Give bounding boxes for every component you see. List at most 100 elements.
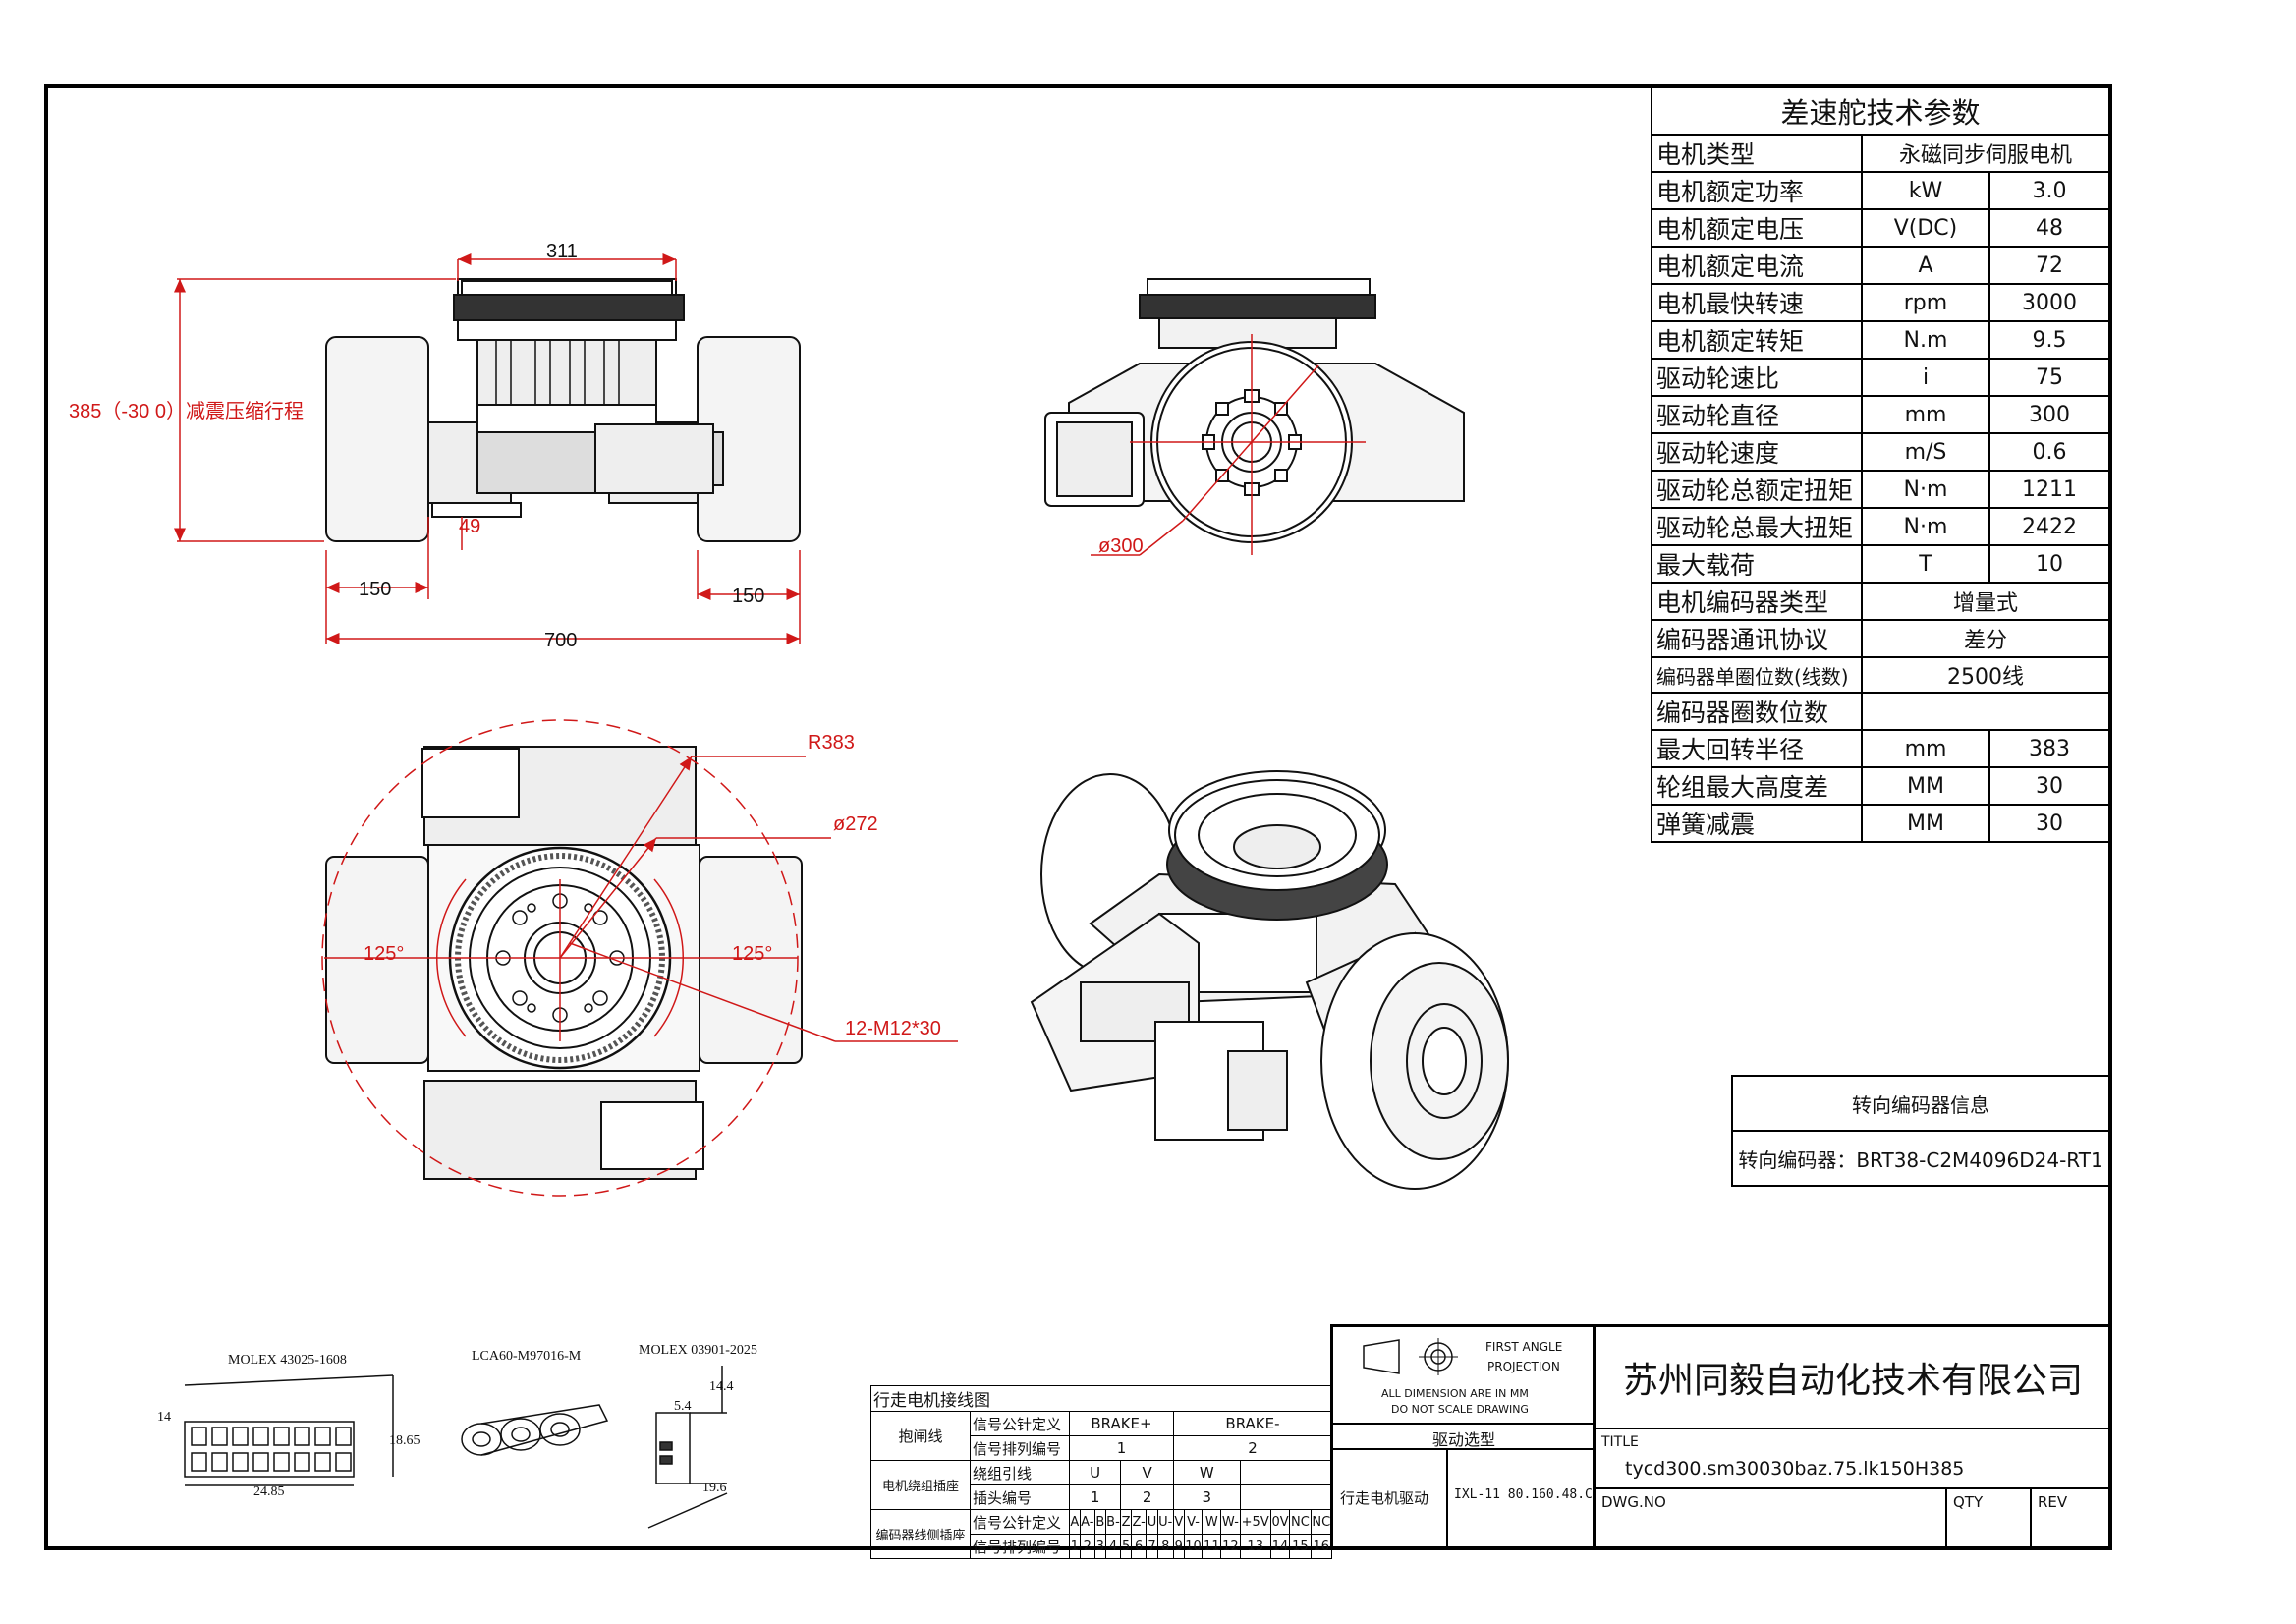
param-unit: N·m xyxy=(1861,507,1990,546)
side-view-dims xyxy=(1091,334,1366,556)
company-name: 苏州同毅自动化技术有限公司 xyxy=(1623,1361,2084,1401)
winding-empty xyxy=(1239,1460,1333,1485)
param-value: 增量式 xyxy=(1861,582,2110,621)
motor-drive-label: 行走电机驱动 xyxy=(1340,1489,1429,1507)
param-label: 驱动轮速度 xyxy=(1651,432,1863,472)
plug-1: 1 xyxy=(1068,1484,1122,1510)
brake-def-label: 信号公针定义 xyxy=(970,1411,1070,1436)
enc-pin-def: A- xyxy=(1079,1509,1095,1535)
dim-125-left: 125° xyxy=(364,943,404,965)
tb-rule-5 xyxy=(1593,1487,2112,1489)
param-unit: i xyxy=(1861,358,1990,397)
param-unit: rpm xyxy=(1861,283,1990,322)
param-label: 电机最快转速 xyxy=(1651,283,1863,322)
param-value: 75 xyxy=(1988,358,2110,397)
param-value: 383 xyxy=(1988,729,2110,768)
param-label: 驱动轮速比 xyxy=(1651,358,1863,397)
projection-symbol-icon xyxy=(1363,1338,1458,1375)
enc-pin-def: B- xyxy=(1104,1509,1122,1535)
param-row: 编码器单圈位数(线数)2500线 xyxy=(1651,656,2110,694)
conn-dim-54: 5.4 xyxy=(674,1399,692,1414)
param-unit: kW xyxy=(1861,171,1990,210)
encoder-info-title: 转向编码器信息 xyxy=(1731,1075,2110,1132)
dim-125-right: 125° xyxy=(732,943,772,965)
enc-pin-def: Z- xyxy=(1130,1509,1148,1535)
dim-d272: ø272 xyxy=(833,813,878,835)
plug-label: 插头编号 xyxy=(970,1484,1070,1510)
enc-pin-def: NC xyxy=(1310,1509,1333,1535)
connector-2-label: LCA60-M97016-M xyxy=(472,1349,582,1364)
dim-311: 311 xyxy=(546,241,578,262)
brake-num-2: 2 xyxy=(1172,1435,1333,1461)
param-value: 2500线 xyxy=(1861,656,2110,694)
param-unit: MM xyxy=(1861,766,1990,806)
enc-pin-def: W- xyxy=(1220,1509,1241,1535)
winding-v: V xyxy=(1120,1460,1174,1485)
param-label: 电机额定电流 xyxy=(1651,246,1863,285)
tb-rule-1 xyxy=(1330,1423,1596,1425)
enc-pin-def: U- xyxy=(1156,1509,1174,1535)
enc-pin-num: 9 xyxy=(1172,1534,1185,1559)
parameter-table-title: 差速舵技术参数 xyxy=(1651,86,2110,136)
param-unit: N·m xyxy=(1861,470,1990,509)
param-value: 30 xyxy=(1988,766,2110,806)
param-value: 30 xyxy=(1988,804,2110,843)
enc-pin-num: 5 xyxy=(1120,1534,1132,1559)
tb-rule-2 xyxy=(1330,1448,1596,1450)
winding-label: 绕组引线 xyxy=(970,1460,1070,1485)
wiring-title: 行走电机接线图 xyxy=(870,1385,1332,1412)
connector-1-label: MOLEX 43025-1608 xyxy=(228,1353,347,1368)
conn-dim-1865: 18.65 xyxy=(389,1433,420,1448)
param-unit: MM xyxy=(1861,804,1990,843)
enc-pin-num: 14 xyxy=(1269,1534,1291,1559)
wiring-table: 行走电机接线图 抱闸线 信号公针定义 BRAKE+ BRAKE- 信号排列编号 … xyxy=(870,1385,1333,1559)
plan-view xyxy=(325,746,803,1180)
param-label: 驱动轮总额定扭矩 xyxy=(1651,470,1863,509)
param-label: 编码器通讯协议 xyxy=(1651,619,1863,658)
brake-num-1: 1 xyxy=(1069,1435,1174,1461)
tb-rule-6 xyxy=(1945,1487,1947,1550)
enc-pin-num: 3 xyxy=(1094,1534,1106,1559)
enc-pin-def: 0V xyxy=(1269,1509,1291,1535)
param-label: 最大载荷 xyxy=(1651,544,1863,584)
front-view xyxy=(325,278,801,542)
param-label: 电机类型 xyxy=(1651,134,1863,173)
tb-rule-4 xyxy=(1593,1428,2112,1429)
dim-385-stroke: 385（-30 0）减震压缩行程 xyxy=(69,400,304,422)
param-value: 3.0 xyxy=(1988,171,2110,210)
param-label: 驱动轮直径 xyxy=(1651,395,1863,434)
param-unit: mm xyxy=(1861,395,1990,434)
param-label: 电机编码器类型 xyxy=(1651,582,1863,621)
dim-700: 700 xyxy=(544,630,577,651)
tb-rule-7 xyxy=(2030,1487,2032,1550)
company-block xyxy=(1593,1324,2112,1550)
param-value: 72 xyxy=(1988,246,2110,285)
param-value: 300 xyxy=(1988,395,2110,434)
plan-view-dims xyxy=(321,719,958,1197)
param-value xyxy=(1861,692,2110,731)
enc-def-label: 信号公针定义 xyxy=(970,1509,1070,1535)
brake-label: 抱闸线 xyxy=(870,1411,971,1461)
param-label: 电机额定转矩 xyxy=(1651,320,1863,360)
dim-r383: R383 xyxy=(808,732,855,754)
enc-pin-num: 15 xyxy=(1289,1534,1312,1559)
enc-pin-num: 13 xyxy=(1239,1534,1271,1559)
enc-pin-num: 11 xyxy=(1202,1534,1222,1559)
param-value: 永磁同步伺服电机 xyxy=(1861,134,2110,173)
param-row: 电机编码器类型增量式 xyxy=(1651,582,2110,621)
param-value: 差分 xyxy=(1861,619,2110,658)
dim-150-right: 150 xyxy=(732,586,764,607)
param-label: 编码器圈数位数 xyxy=(1651,692,1863,731)
param-label: 编码器单圈位数(线数) xyxy=(1651,656,1863,694)
encoder-info-table: 转向编码器信息 转向编码器：BRT38-C2M4096D24-RT1 xyxy=(1731,1075,2110,1187)
param-unit: N.m xyxy=(1861,320,1990,360)
brake-plus: BRAKE+ xyxy=(1069,1411,1174,1436)
